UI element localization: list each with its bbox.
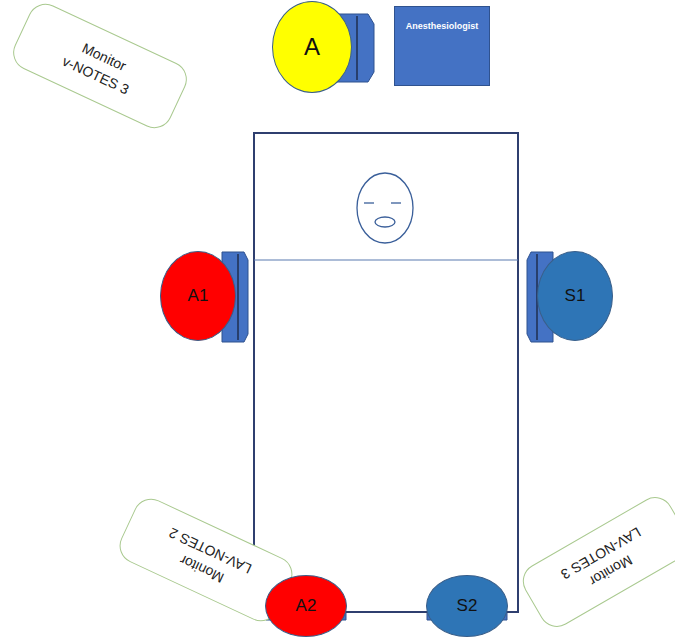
person-circle: S1 [537,251,613,341]
person-circle: A [272,1,352,93]
eye [364,202,377,203]
node-title: Anesthesiologist [406,21,479,31]
person-circle: A2 [265,575,347,637]
chair-back [356,16,358,80]
station-box: Anesthesiologist [394,6,491,86]
node-title: S2 [457,596,478,616]
node-title: A1 [188,286,209,306]
node-title: A2 [296,596,317,616]
face-outline [357,173,413,243]
operating-table [254,133,518,612]
patient-face [357,173,413,243]
table-divider [254,259,518,260]
node-title: S1 [565,286,586,306]
chair-back [237,254,239,340]
chairs [222,14,553,620]
monitor-box: Monitorv-NOTES 3 [7,0,192,134]
monitor-box: MonitorLAV-NOTES 3 [516,491,675,634]
person-circle: S2 [426,575,508,637]
node-title: A [304,33,320,61]
mouth [375,217,395,227]
person-circle: A1 [160,251,236,341]
eye [391,202,404,203]
